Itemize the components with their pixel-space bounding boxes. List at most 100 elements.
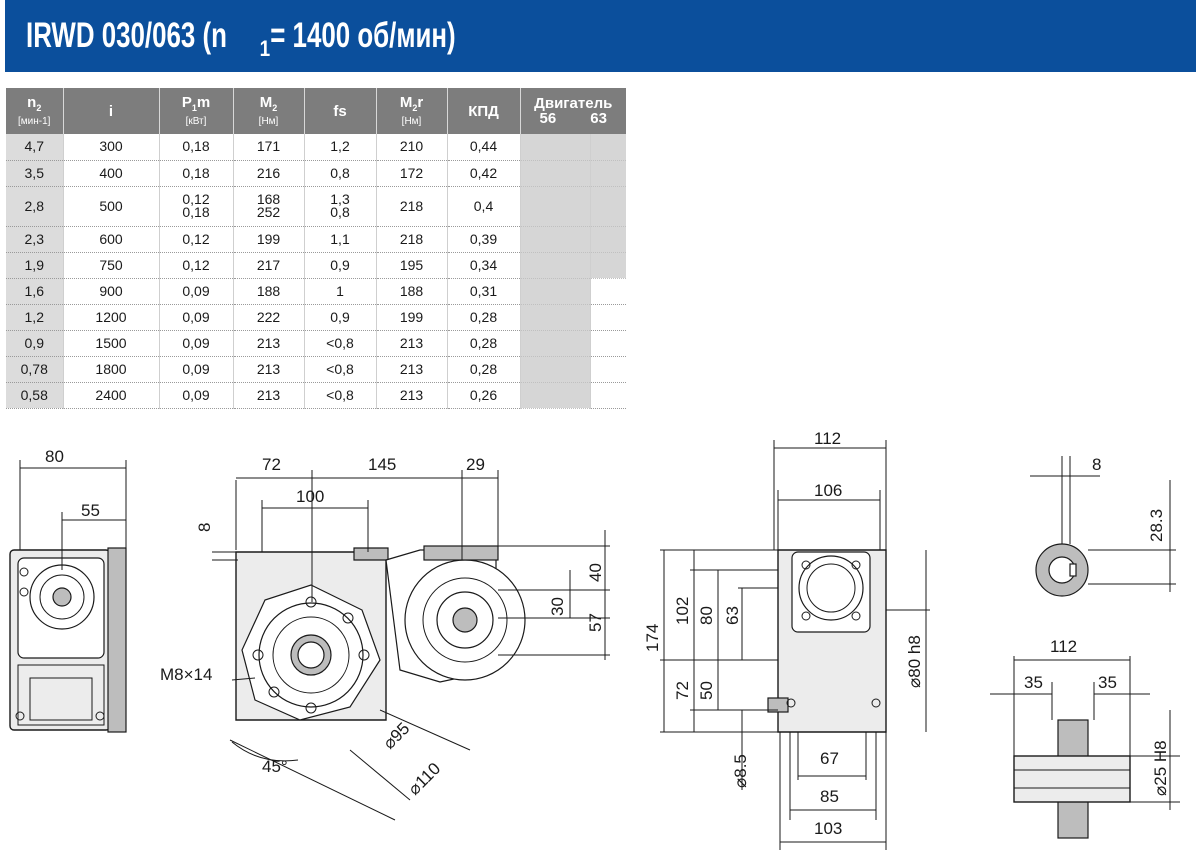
end-dim-63: 63	[723, 606, 742, 625]
cell-fs-line: <0,8	[326, 360, 354, 377]
cell-motor-56	[520, 356, 592, 383]
cell-p1m-line: 0,09	[182, 334, 210, 351]
cell-p1m: 0,09	[159, 278, 234, 305]
cell-motor-56	[520, 252, 592, 279]
front-dim-100: 100	[296, 487, 324, 506]
cell-m2: 216	[233, 160, 305, 187]
cell-p1m-line: 0,12	[182, 191, 210, 207]
cell-fs-line: 1	[336, 282, 344, 299]
cell-m2r: 195	[376, 252, 448, 279]
hub-dim-112: 112	[1050, 637, 1077, 656]
hub-detail-drawing	[990, 656, 1180, 839]
shaft-dim-283: 28.3	[1147, 509, 1166, 542]
cell-i: 400	[63, 160, 160, 187]
front-view-drawing	[212, 470, 610, 821]
cell-p1m-line: 0,09	[182, 282, 210, 299]
front-thread-label: M8×14	[160, 665, 212, 684]
cell-motor-56	[520, 186, 592, 227]
cell-m2-line: 168	[256, 191, 281, 207]
side-view-drawing	[9, 460, 127, 733]
cell-i: 1500	[63, 330, 160, 357]
cell-m2-line: 213	[256, 334, 281, 351]
front-dim-30: 30	[548, 597, 567, 616]
cell-fs: 1,1	[304, 226, 377, 253]
side-dim-55: 55	[81, 501, 100, 520]
front-dia-95: ⌀95	[379, 719, 413, 753]
cell-m2-line: 213	[256, 386, 281, 403]
header-motor: Двигатель 56 63	[520, 88, 626, 134]
cell-p1m-line: 0,09	[182, 360, 210, 377]
cell-m2: 213	[233, 382, 305, 409]
cell-n2: 0,78	[6, 356, 64, 383]
header-n2: n2[мин-1]	[6, 88, 64, 134]
cell-i: 600	[63, 226, 160, 253]
cell-fs-line: 1,2	[330, 138, 350, 155]
cell-m2r: 210	[376, 134, 448, 161]
cell-fs: <0,8	[304, 330, 377, 357]
cell-motor-56	[520, 382, 592, 409]
cell-p1m: 0,09	[159, 330, 234, 357]
cell-n2: 3,5	[6, 160, 64, 187]
cell-fs-line: <0,8	[326, 334, 354, 351]
cell-kpd: 0,44	[447, 134, 521, 161]
cell-kpd: 0,28	[447, 304, 521, 331]
end-dim-85: 85	[820, 787, 839, 806]
cell-n2: 1,9	[6, 252, 64, 279]
cell-motor-56	[520, 226, 592, 253]
cell-i: 2400	[63, 382, 160, 409]
header-motor-56: 56	[539, 110, 557, 127]
cell-motor-63	[590, 278, 626, 305]
cell-m2-line: 171	[256, 138, 281, 155]
technical-drawings: 80 55	[9, 429, 1180, 850]
cell-m2r: 199	[376, 304, 448, 331]
cell-motor-63	[590, 304, 626, 331]
front-dim-29: 29	[466, 455, 485, 474]
cell-m2r: 218	[376, 186, 448, 227]
specification-table: n2[мин-1] i P1m[кВт] M2[Нм] fs M2r[Нм] К…	[6, 88, 626, 409]
end-dim-106: 106	[814, 481, 842, 500]
cell-motor-56	[520, 134, 592, 161]
front-dim-8: 8	[195, 523, 214, 532]
hub-bore-label: ⌀25 H8	[1151, 740, 1170, 796]
cell-motor-63	[590, 330, 626, 357]
cell-i: 1800	[63, 356, 160, 383]
cell-i: 750	[63, 252, 160, 279]
header-m2: M2[Нм]	[233, 88, 305, 134]
cell-m2-line: 216	[256, 164, 281, 181]
cell-m2r: 213	[376, 356, 448, 383]
cell-kpd: 0,28	[447, 356, 521, 383]
cell-m2r: 213	[376, 330, 448, 357]
cell-m2r: 172	[376, 160, 448, 187]
cell-fs: 0,9	[304, 304, 377, 331]
cell-m2: 188	[233, 278, 305, 305]
hub-dim-35-right: 35	[1098, 673, 1117, 692]
cell-kpd: 0,4	[447, 186, 521, 227]
cell-p1m-line: 0,09	[182, 308, 210, 325]
header-i: i	[63, 88, 160, 134]
cell-i: 1200	[63, 304, 160, 331]
header-m2r: M2r[Нм]	[376, 88, 448, 134]
cell-motor-56	[520, 304, 592, 331]
cell-fs-line: 0,9	[330, 256, 350, 273]
cell-m2: 222	[233, 304, 305, 331]
cell-p1m: 0,09	[159, 356, 234, 383]
cell-i: 300	[63, 134, 160, 161]
shaft-dim-8: 8	[1092, 455, 1101, 474]
cell-m2r: 188	[376, 278, 448, 305]
header-fs: fs	[304, 88, 377, 134]
cell-p1m: 0,12	[159, 226, 234, 253]
cell-fs: 0,9	[304, 252, 377, 279]
cell-kpd: 0,31	[447, 278, 521, 305]
end-dim-112: 112	[814, 429, 841, 448]
end-dim-174: 174	[643, 624, 662, 652]
front-dim-57: 57	[586, 613, 605, 632]
cell-p1m-line: 0,18	[182, 204, 210, 220]
cell-fs-line: <0,8	[326, 386, 354, 403]
